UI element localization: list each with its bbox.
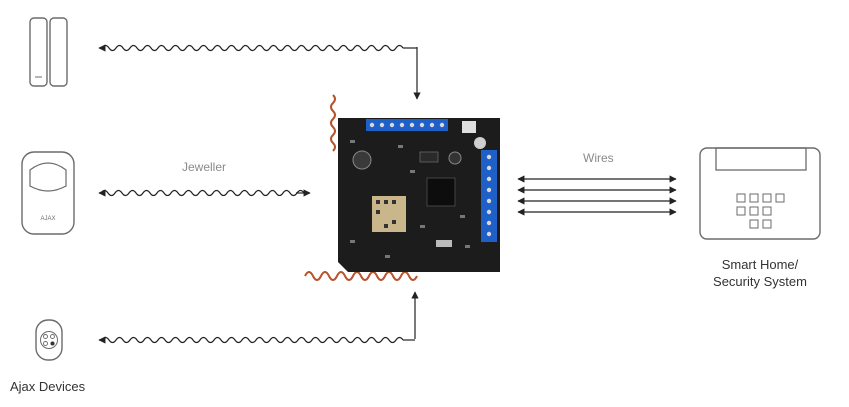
device-brand-text: AJAX bbox=[40, 216, 55, 222]
bottom-antenna-icon bbox=[304, 271, 418, 281]
jeweller-radio-links bbox=[98, 44, 417, 344]
wires-group bbox=[517, 175, 677, 216]
radio-link-door-sensor bbox=[98, 44, 404, 52]
wires-label: Wires bbox=[583, 151, 614, 165]
radio-link-motion-detector bbox=[98, 189, 305, 197]
ajax-devices-label: Ajax Devices bbox=[10, 379, 86, 394]
system-label-line1: Smart Home/ bbox=[721, 257, 799, 272]
top-antenna-icon bbox=[330, 94, 336, 152]
security-system-panel-icon bbox=[699, 147, 821, 240]
motion-detector-icon: AJAX bbox=[21, 151, 75, 235]
door-sensor-icon bbox=[29, 17, 68, 87]
system-label-line2: Security System bbox=[713, 274, 807, 289]
jeweller-label: Jeweller bbox=[182, 160, 227, 174]
radio-link-keyfob bbox=[98, 336, 404, 344]
integration-module-board bbox=[304, 94, 500, 281]
module-connector-lines bbox=[411, 47, 421, 339]
keyfob-icon bbox=[35, 319, 63, 361]
